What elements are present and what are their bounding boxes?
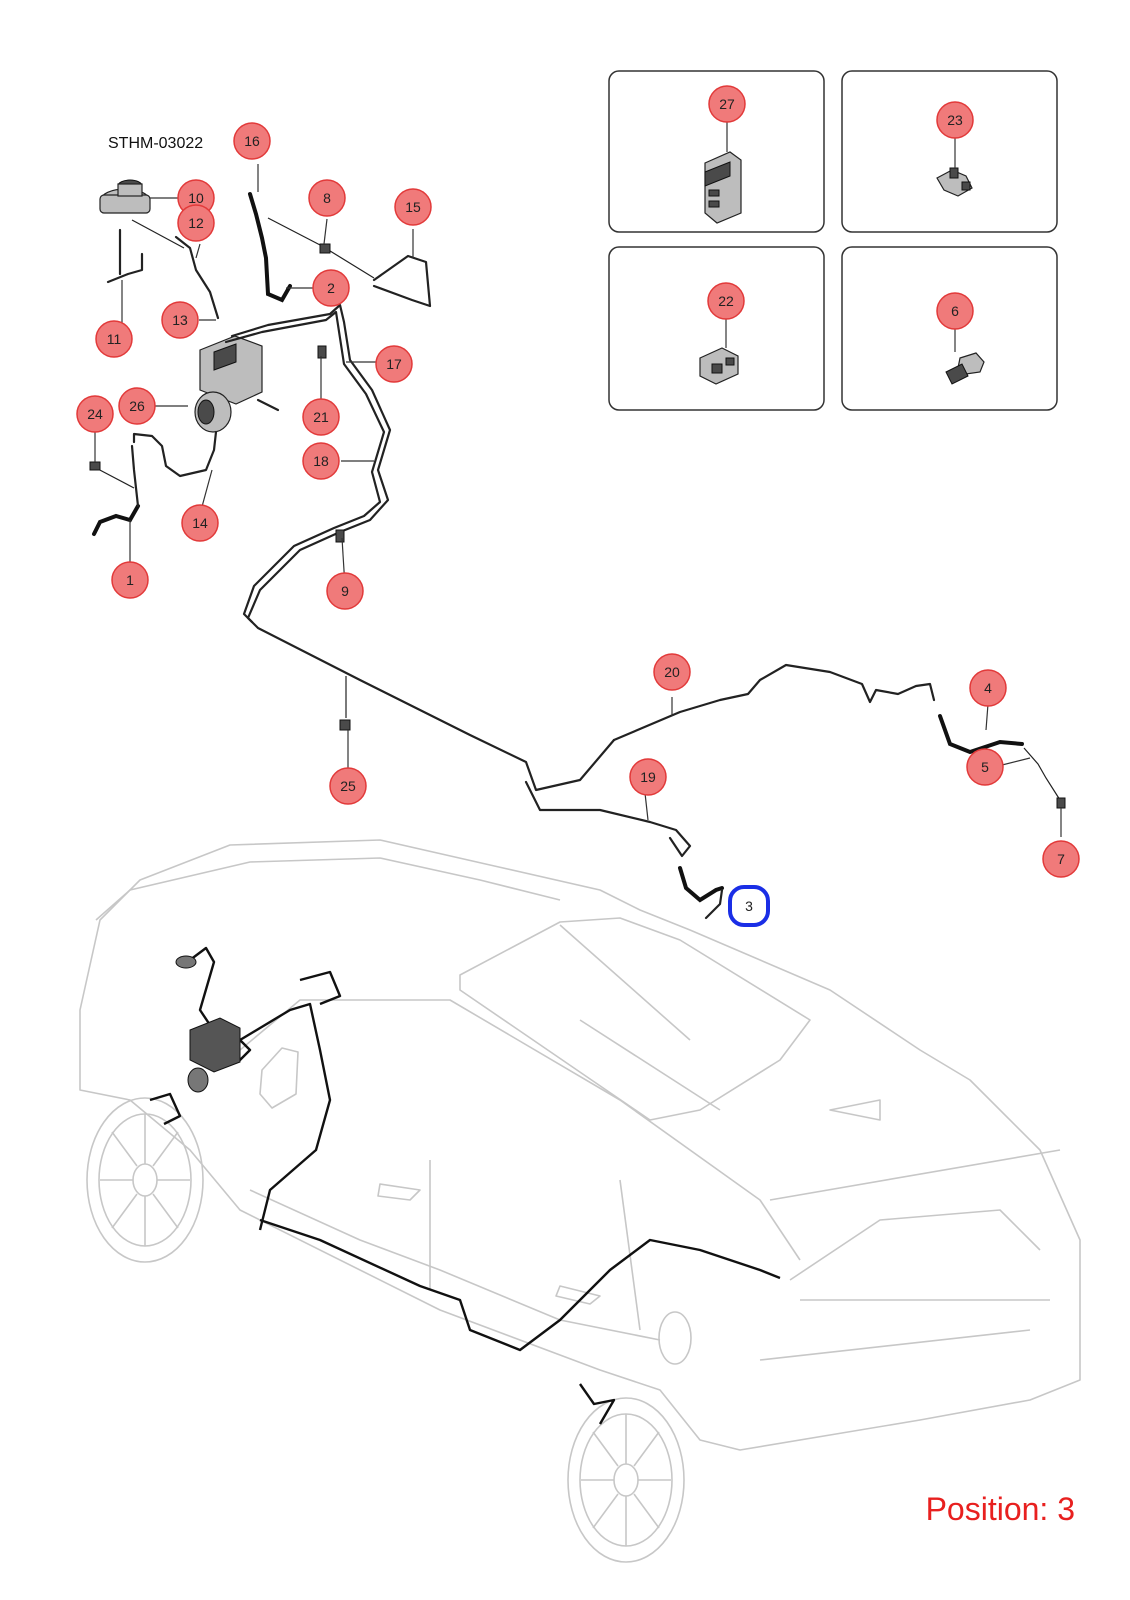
callout-circle[interactable]	[375, 345, 413, 383]
callout-circle[interactable]	[161, 301, 199, 339]
callout-circle[interactable]	[302, 398, 340, 436]
callout-circle[interactable]	[936, 101, 974, 139]
callout-11[interactable]: 11	[95, 320, 133, 358]
callout-18[interactable]: 18	[302, 442, 340, 480]
callout-24[interactable]: 24	[76, 395, 114, 433]
callout-circle[interactable]	[394, 188, 432, 226]
callout-25[interactable]: 25	[329, 767, 367, 805]
document-code: STHM-03022	[108, 135, 203, 152]
rear-wheel	[567, 1397, 685, 1563]
vehicle-abs-unit	[175, 955, 241, 1093]
bracket-part-23	[936, 167, 973, 197]
callout-circle[interactable]	[181, 504, 219, 542]
callout-circle[interactable]	[308, 179, 346, 217]
callout-circle[interactable]	[653, 653, 691, 691]
callout-17[interactable]: 17	[375, 345, 413, 383]
callout-4[interactable]: 4	[969, 669, 1007, 707]
callout-9[interactable]: 9	[326, 572, 364, 610]
abs-modulator	[194, 335, 280, 433]
callout-19[interactable]: 19	[629, 758, 667, 796]
callout-13[interactable]: 13	[161, 301, 199, 339]
callout-23[interactable]: 23	[936, 101, 974, 139]
callout-2[interactable]: 2	[312, 269, 350, 307]
valve-block-part-27	[704, 151, 742, 224]
callout-1[interactable]: 1	[111, 561, 149, 599]
callout-21[interactable]: 21	[302, 398, 340, 436]
callout-circle[interactable]	[76, 395, 114, 433]
connector-block-part-22	[699, 347, 739, 385]
callout-14[interactable]: 14	[181, 504, 219, 542]
brake-lines-exploded	[89, 179, 1066, 920]
callout-22[interactable]: 22	[707, 282, 745, 320]
fluid-reservoir	[99, 179, 151, 214]
callout-circle[interactable]	[111, 561, 149, 599]
callout-circle[interactable]	[329, 767, 367, 805]
callout-circle[interactable]	[233, 122, 271, 160]
callout-circle[interactable]	[708, 85, 746, 123]
callout-circle[interactable]	[177, 204, 215, 242]
front-wheel	[86, 1097, 204, 1263]
detail-box-23	[841, 70, 1058, 233]
callout-circle[interactable]	[95, 320, 133, 358]
callout-circle[interactable]	[707, 282, 745, 320]
callout-circle[interactable]	[969, 669, 1007, 707]
callouts: 1234567891011121314151617181920212223242…	[76, 85, 1080, 927]
callout-circle[interactable]	[966, 748, 1004, 786]
callout-26[interactable]: 26	[118, 387, 156, 425]
callout-selected-marker[interactable]	[728, 885, 770, 927]
callout-12[interactable]: 12	[177, 204, 215, 242]
bleed-screw-part-6	[945, 352, 985, 385]
callout-27[interactable]: 27	[708, 85, 746, 123]
callout-7[interactable]: 7	[1042, 840, 1080, 878]
callout-16[interactable]: 16	[233, 122, 271, 160]
callout-circle[interactable]	[302, 442, 340, 480]
callout-circle[interactable]	[629, 758, 667, 796]
detail-box-22	[608, 246, 825, 411]
callout-6[interactable]: 6	[936, 292, 974, 330]
callout-20[interactable]: 20	[653, 653, 691, 691]
callout-circle[interactable]	[118, 387, 156, 425]
callout-circle[interactable]	[936, 292, 974, 330]
callout-8[interactable]: 8	[308, 179, 346, 217]
callout-circle[interactable]	[312, 269, 350, 307]
callout-circle[interactable]	[326, 572, 364, 610]
vehicle-outline	[79, 839, 1081, 1563]
detail-box-27	[608, 70, 825, 233]
position-label: Position: 3	[926, 1491, 1075, 1527]
callout-15[interactable]: 15	[394, 188, 432, 226]
callout-5[interactable]: 5	[966, 748, 1004, 786]
callout-circle[interactable]	[1042, 840, 1080, 878]
callout-3[interactable]: 3	[728, 885, 770, 927]
